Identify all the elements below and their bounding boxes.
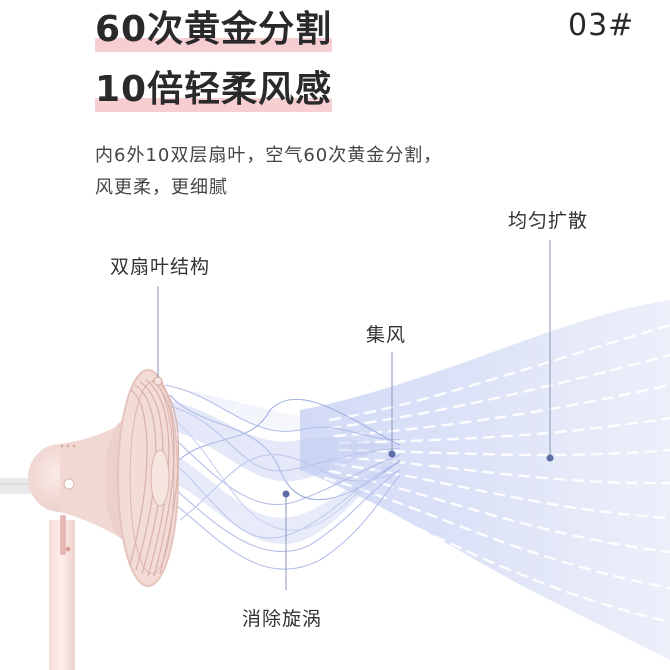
description-line-2: 风更柔，更细腻 <box>95 177 228 198</box>
airflow-ribbon-fills <box>168 400 400 545</box>
callout-dual-blade-structure: 双扇叶结构 <box>110 256 211 278</box>
description-line-1: 内6外10双层扇叶，空气60次黄金分割， <box>95 145 443 166</box>
headline-line-1: 60次黄金分割 <box>95 2 333 58</box>
headline-line-2: 10倍轻柔风感 <box>95 62 333 118</box>
headline-highlight <box>95 38 333 52</box>
airflow-spread <box>300 300 670 660</box>
callout-even-spread: 均匀扩散 <box>508 210 589 232</box>
model-badge: 03# <box>568 8 635 43</box>
callout-eliminate-vortex: 消除旋涡 <box>242 608 323 630</box>
headline-highlight <box>95 98 333 112</box>
callout-markers <box>282 450 554 498</box>
marker-vortex <box>282 490 290 498</box>
fan-head <box>117 369 180 587</box>
marker-spread <box>546 454 554 462</box>
airflow-ribbons <box>164 384 401 570</box>
headline-text-2: 10倍轻柔风感 <box>95 69 333 110</box>
callout-lines <box>157 240 551 590</box>
marker-focus <box>388 450 396 458</box>
callout-focused-wind: 集风 <box>366 324 407 346</box>
headline-text-1: 60次黄金分割 <box>95 9 333 50</box>
